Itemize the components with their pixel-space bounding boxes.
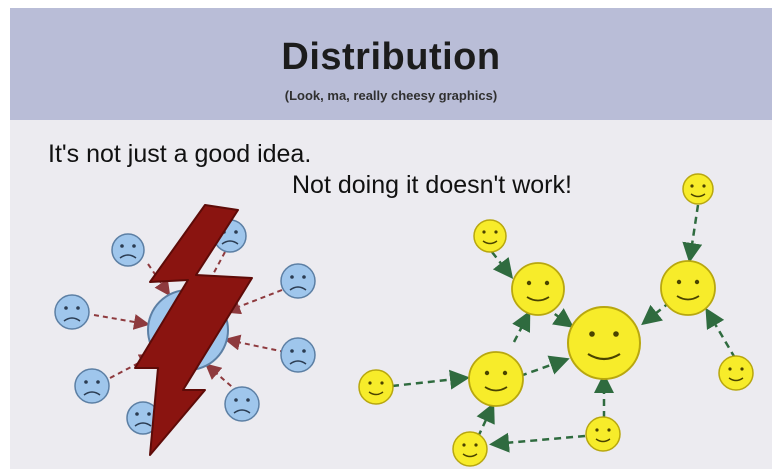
slide-subtitle: (Look, ma, really cheesy graphics) [284,88,498,103]
bullet-line-2: Not doing it doesn't work! [292,171,572,199]
red-arrow [224,334,286,353]
sad-face-icon [280,263,316,299]
sad-face-icon [54,294,90,330]
sad-face-icon [224,386,260,422]
red-arrow [224,289,283,315]
slide-title: Distribution [281,36,501,78]
red-arrow [147,263,171,297]
sad-face-icon [280,337,316,373]
smiley-face-icon [567,306,641,380]
slide: Distribution (Look, ma, really cheesy gr… [10,8,772,469]
sad-face-icon [111,233,145,267]
green-arrow [489,432,586,453]
bullet-line-1: It's not just a good idea. [48,140,312,168]
green-arrow [476,402,495,438]
green-arrow [641,301,671,326]
green-arrow [391,369,470,390]
sad-face-icon [74,368,110,404]
slide-header: Distribution (Look, ma, really cheesy gr… [10,8,772,120]
smiley-face-icon [682,173,714,205]
green-arrow [519,355,570,378]
smiley-face-icon [468,351,524,407]
smiley-face-icon [452,431,488,467]
red-arrow [93,314,150,330]
distributed-arrows [391,204,737,453]
red-arrow [204,363,239,393]
green-arrow [491,251,514,279]
smiley-face-icon [511,262,565,316]
smiley-face-icon [358,369,394,405]
green-arrow [682,204,703,263]
smiley-face-icon [585,416,621,452]
green-arrow [512,310,531,343]
smiley-face-icon [660,260,716,316]
lightning-bolt-icon [134,204,253,456]
smiley-face-icon [473,219,507,253]
smiley-face-icon [718,355,754,391]
green-arrow [705,307,737,359]
